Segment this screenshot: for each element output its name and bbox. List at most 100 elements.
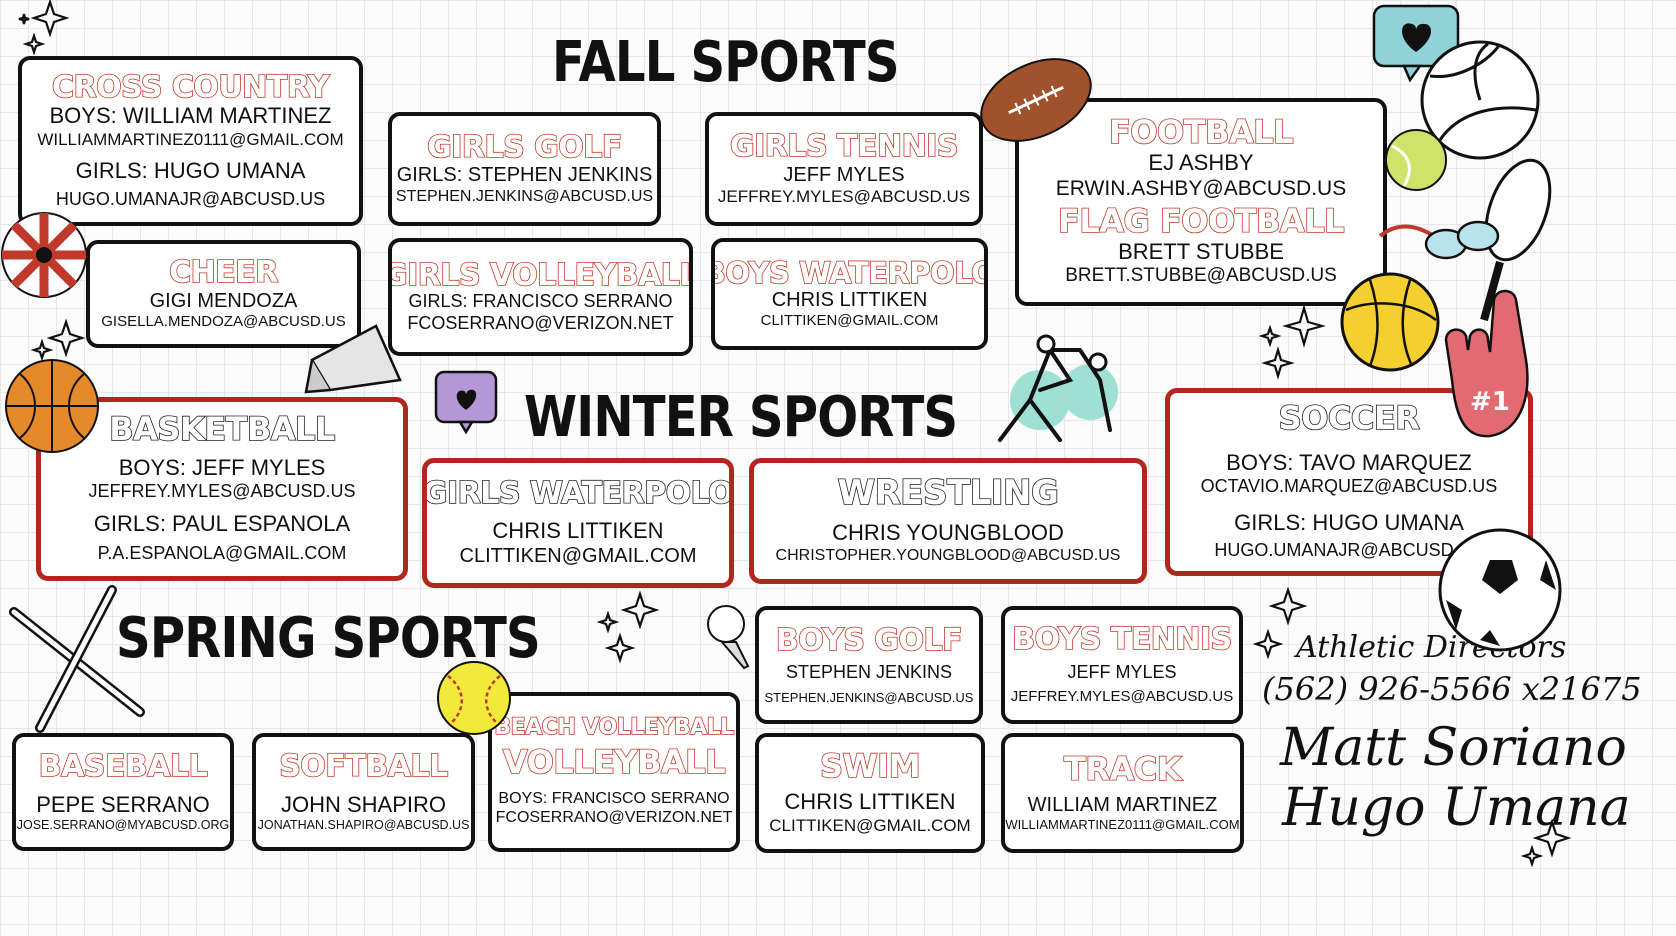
- baseball-card: BASEBALL PEPE SERRANO JOSE.SERRANO@MYABC…: [12, 733, 234, 851]
- card-title: WRESTLING: [837, 473, 1060, 514]
- basketball-icon: [5, 359, 99, 453]
- coach: JEFF MYLES: [1067, 661, 1177, 682]
- baseball-bats-icon: [9, 585, 145, 733]
- card-title: GIRLS GOLF: [426, 129, 623, 165]
- heart-chat-icon: [1372, 4, 1460, 83]
- email: HUGO.UMANAJR@ABCUSD.US: [1214, 540, 1484, 561]
- volleyball-icon: [1420, 40, 1540, 160]
- email: P.A.ESPANOLA@GMAIL.COM: [97, 543, 347, 564]
- swim-card: SWIM CHRIS LITTIKEN CLITTIKEN@GMAIL.COM: [755, 733, 985, 853]
- email: STEPHEN.JENKINS@ABCUSD.US: [764, 689, 974, 705]
- foam-finger-text: #1: [1470, 387, 1510, 417]
- spring-sports-heading: SPRING SPORTS: [116, 606, 541, 671]
- email: HUGO.UMANAJR@ABCUSD.US: [55, 188, 326, 209]
- softball-card: SOFTBALL JOHN SHAPIRO JONATHAN.SHAPIRO@A…: [252, 733, 475, 851]
- boys-tennis-card: BOYS TENNIS JEFF MYLES JEFFREY.MYLES@ABC…: [1001, 606, 1243, 724]
- coach-boys: BOYS: WILLIAM MARTINEZ: [49, 103, 332, 129]
- girls-waterpolo-card: GIRLS WATERPOLO CHRIS LITTIKEN CLITTIKEN…: [422, 458, 734, 588]
- email: CHRISTOPHER.YOUNGBLOOD@ABCUSD.US: [775, 547, 1121, 565]
- water-polo-ball-icon: [1340, 272, 1440, 372]
- card-title: GIRLS TENNIS: [729, 129, 959, 165]
- football-card: FOOTBALL EJ ASHBY ERWIN.ASHBY@ABCUSD.US …: [1015, 98, 1387, 306]
- softball-icon: [437, 661, 511, 735]
- wrestling-card: WRESTLING CHRIS YOUNGBLOOD CHRISTOPHER.Y…: [749, 458, 1147, 584]
- coach: BOYS: FRANCISCO SERRANO: [498, 790, 730, 808]
- coach-boys: BOYS: TAVO MARQUEZ: [1226, 449, 1472, 475]
- soccer-ball-icon: [1438, 528, 1562, 652]
- email: WILLIAMMARTINEZ0111@GMAIL.COM: [1005, 817, 1240, 832]
- heart-chat-icon: [434, 370, 498, 435]
- card-title: GIRLS VOLLEYBALL: [388, 257, 693, 293]
- megaphone-icon: [304, 324, 402, 394]
- card-title: CHEER: [168, 255, 279, 291]
- card-title: BOYS WATERPOLO: [711, 255, 988, 290]
- coach: CHRIS LITTIKEN: [771, 289, 928, 312]
- boys-waterpolo-card: BOYS WATERPOLO CHRIS LITTIKEN CLITTIKEN@…: [711, 238, 988, 350]
- coach: BRETT STUBBE: [1118, 238, 1284, 264]
- winter-sports-heading: WINTER SPORTS: [524, 385, 958, 450]
- coach: GIRLS: FRANCISCO SERRANO: [408, 291, 673, 312]
- directors-phone: (562) 926-5566 x21675: [1262, 670, 1642, 708]
- card-title: SOCCER: [1278, 399, 1421, 438]
- director-name-1: Matt Soriano: [1280, 718, 1627, 778]
- email: JEFFREY.MYLES@ABCUSD.US: [88, 481, 356, 502]
- email: STEPHEN.JENKINS@ABCUSD.US: [395, 188, 654, 206]
- coach: GIGI MENDOZA: [149, 289, 298, 312]
- email: JOSE.SERRANO@MYABCUSD.ORG: [16, 818, 230, 833]
- sparkle-icon: [30, 303, 1572, 868]
- email: JEFFREY.MYLES@ABCUSD.US: [717, 186, 971, 206]
- card-title: TRACK: [1063, 750, 1182, 789]
- boys-golf-card: BOYS GOLF STEPHEN JENKINS STEPHEN.JENKIN…: [755, 606, 983, 724]
- coach: JEFF MYLES: [783, 163, 905, 186]
- girls-volleyball-card: GIRLS VOLLEYBALL GIRLS: FRANCISCO SERRAN…: [388, 238, 693, 356]
- coach-girls: GIRLS: PAUL ESPANOLA: [93, 510, 351, 536]
- coach: GIRLS: STEPHEN JENKINS: [396, 164, 653, 187]
- foam-finger-icon: #1: [1444, 289, 1529, 438]
- email: FCOSERRANO@VERIZON.NET: [495, 809, 733, 827]
- director-name-2: Hugo Umana: [1282, 778, 1631, 838]
- wrestlers-icon: [998, 334, 1118, 442]
- card-title: BOYS TENNIS: [1011, 622, 1233, 658]
- card-title: CROSS COUNTRY: [51, 69, 330, 105]
- email: JEFFREY.MYLES@ABCUSD.US: [1010, 687, 1234, 705]
- coach: PEPE SERRANO: [36, 792, 210, 818]
- track-card: TRACK WILLIAM MARTINEZ WILLIAMMARTINEZ01…: [1001, 733, 1244, 853]
- basketball-card: BASKETBALL BOYS: JEFF MYLES JEFFREY.MYLE…: [36, 397, 408, 581]
- coach-girls: GIRLS: HUGO UMANA: [1234, 509, 1464, 535]
- tennis-ball-icon: [1385, 129, 1447, 191]
- coach: EJ ASHBY: [1148, 149, 1254, 175]
- coach: WILLIAM MARTINEZ: [1027, 794, 1218, 816]
- tennis-racket-icon: [1480, 158, 1552, 322]
- pompom-icon: [1, 212, 87, 298]
- flag-football-title: FLAG FOOTBALL: [1057, 202, 1345, 241]
- email: JONATHAN.SHAPIRO@ABCUSD.US: [257, 818, 470, 833]
- cheer-card: CHEER GIGI MENDOZA GISELLA.MENDOZA@ABCUS…: [86, 240, 361, 348]
- coach: STEPHEN JENKINS: [785, 662, 953, 683]
- card-title: BASEBALL: [38, 748, 209, 784]
- golf-ball-icon: [707, 605, 750, 670]
- sparkle-icon: [18, 0, 70, 56]
- beach-volleyball-title: BEACH VOLLEYBALL: [494, 715, 735, 741]
- card-title: SOFTBALL: [278, 748, 448, 784]
- coach: JOHN SHAPIRO: [280, 792, 447, 818]
- football-icon: [980, 58, 1092, 142]
- card-title: SWIM: [819, 746, 921, 785]
- email: CLITTIKEN@GMAIL.COM: [459, 544, 697, 567]
- email: CLITTIKEN@GMAIL.COM: [760, 312, 939, 330]
- coach: CHRIS LITTIKEN: [784, 789, 956, 815]
- card-title: BASKETBALL: [108, 410, 336, 449]
- email: BRETT.STUBBE@ABCUSD.US: [1065, 265, 1337, 287]
- card-title: FOOTBALL: [1108, 113, 1294, 152]
- coach-girls: GIRLS: HUGO UMANA: [75, 158, 306, 184]
- fall-sports-heading: FALL SPORTS: [552, 30, 900, 95]
- girls-tennis-card: GIRLS TENNIS JEFF MYLES JEFFREY.MYLES@AB…: [705, 112, 983, 226]
- email: FCOSERRANO@VERIZON.NET: [407, 312, 674, 333]
- card-title: VOLLEYBALL: [502, 742, 726, 781]
- coach: CHRIS YOUNGBLOOD: [832, 520, 1064, 546]
- girls-golf-card: GIRLS GOLF GIRLS: STEPHEN JENKINS STEPHE…: [388, 112, 661, 226]
- volleyball-card: BEACH VOLLEYBALL VOLLEYBALL BOYS: FRANCI…: [488, 692, 740, 852]
- email: WILLIAMMARTINEZ0111@GMAIL.COM: [37, 129, 344, 149]
- cross-country-card: CROSS COUNTRY BOYS: WILLIAM MARTINEZ WIL…: [18, 56, 363, 226]
- card-title: BOYS GOLF: [775, 622, 963, 658]
- email: ERWIN.ASHBY@ABCUSD.US: [1055, 177, 1347, 200]
